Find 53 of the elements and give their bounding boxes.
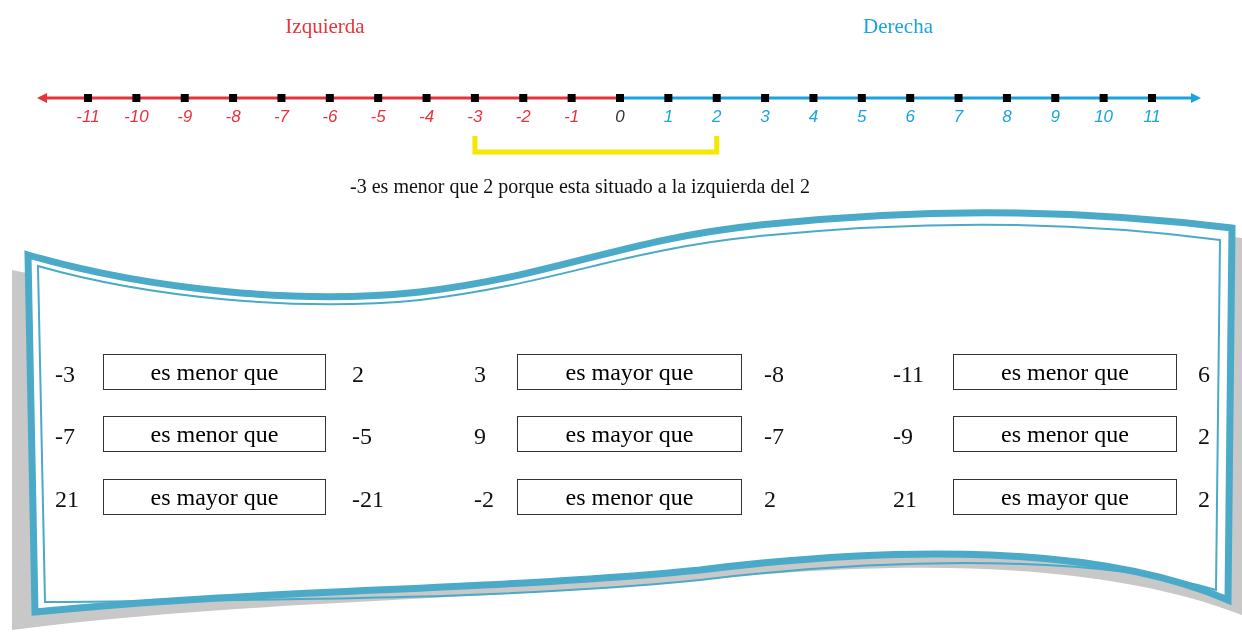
tick-number: 9 xyxy=(1050,108,1060,125)
answer-box: es mayor que xyxy=(517,354,742,390)
tick-number: -2 xyxy=(515,108,531,125)
tick-number: 3 xyxy=(760,108,770,125)
tick-number: -3 xyxy=(467,108,483,125)
number-value: -21 xyxy=(352,487,384,511)
number-value: 21 xyxy=(55,487,79,511)
number-value: -2 xyxy=(474,487,494,511)
tick-number: 11 xyxy=(1143,108,1161,125)
side-label: Derecha xyxy=(863,16,933,37)
tick-number: 6 xyxy=(905,108,915,125)
answer-box: es menor que xyxy=(103,354,326,390)
number-value: -9 xyxy=(893,424,913,448)
tick-number: 0 xyxy=(615,108,625,125)
tick-number: 1 xyxy=(663,108,674,125)
number-value: 2 xyxy=(764,487,776,511)
answer-box: es mayor que xyxy=(103,479,326,515)
tick-number: 10 xyxy=(1094,108,1114,125)
tick-number: 7 xyxy=(953,108,964,125)
answer-box: es menor que xyxy=(103,416,326,452)
tick-number: -8 xyxy=(225,108,241,125)
number-value: 3 xyxy=(474,362,486,386)
number-value: 2 xyxy=(1198,487,1210,511)
answer-box: es menor que xyxy=(953,354,1177,390)
number-value: -5 xyxy=(352,424,372,448)
answer-box: es menor que xyxy=(517,479,742,515)
number-value: -8 xyxy=(764,362,784,386)
answer-box: es mayor que xyxy=(953,479,1177,515)
tick-number: -4 xyxy=(418,108,435,125)
tick-number: 4 xyxy=(808,108,819,125)
number-value: -11 xyxy=(893,362,925,386)
tick-number: 5 xyxy=(857,108,867,125)
number-value: 9 xyxy=(474,424,486,448)
tick-number: -6 xyxy=(322,108,338,125)
explanation-text: -3 es menor que 2 porque esta situado a la izquierda del 2 xyxy=(350,176,810,196)
number-value: 2 xyxy=(1198,424,1210,448)
answer-box: es mayor que xyxy=(517,416,742,452)
tick-number: -1 xyxy=(564,108,580,125)
number-value: 6 xyxy=(1198,362,1210,386)
side-label: Izquierda xyxy=(285,16,365,37)
answer-box: es menor que xyxy=(953,416,1177,452)
number-value: 2 xyxy=(352,362,364,386)
tick-number: -7 xyxy=(273,108,289,125)
tick-number: -9 xyxy=(177,108,193,125)
tick-number: 8 xyxy=(1002,108,1012,125)
number-value: 21 xyxy=(893,487,917,511)
tick-number: -11 xyxy=(76,108,100,125)
tick-number: 2 xyxy=(712,108,722,125)
number-value: -3 xyxy=(55,362,75,386)
number-value: -7 xyxy=(55,424,75,448)
tick-number: -10 xyxy=(124,108,149,125)
number-value: -7 xyxy=(764,424,784,448)
tick-number: -5 xyxy=(370,108,386,125)
